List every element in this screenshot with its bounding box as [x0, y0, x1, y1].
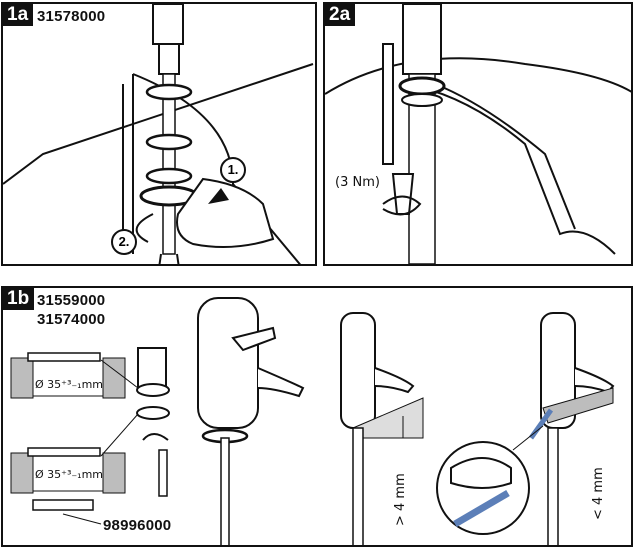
step-badge: 2a [325, 4, 356, 26]
panel-1b: 1b 31559000 31574000 Ø 35⁺³₋₁mm Ø 35⁺³₋₁… [1, 286, 633, 547]
gap-max-label: < 4 mm [591, 467, 606, 520]
panel-2a: 2a (3 Nm) [323, 2, 633, 266]
part-number-bottom: 98996000 [103, 517, 172, 534]
part-number-2: 31574000 [37, 311, 106, 328]
diameter-label-top: Ø 35⁺³₋₁mm [35, 378, 104, 391]
part-number: 31578000 [37, 8, 106, 25]
torque-label: (3 Nm) [335, 175, 380, 190]
gap-min-label: > 4 mm [393, 473, 408, 526]
illustration-1b [10, 297, 615, 545]
illustration-2a [325, 4, 631, 264]
panel-1a: 1a 31578000 1. 2. [1, 2, 317, 266]
part-number-1: 31559000 [37, 292, 106, 309]
illustration-1a [3, 4, 314, 264]
diameter-label-bottom: Ø 35⁺³₋₁mm [35, 468, 104, 481]
callout-1: 1. [220, 157, 246, 183]
step-badge: 1a [3, 4, 34, 26]
callout-2: 2. [111, 229, 137, 255]
step-badge: 1b [3, 288, 35, 310]
